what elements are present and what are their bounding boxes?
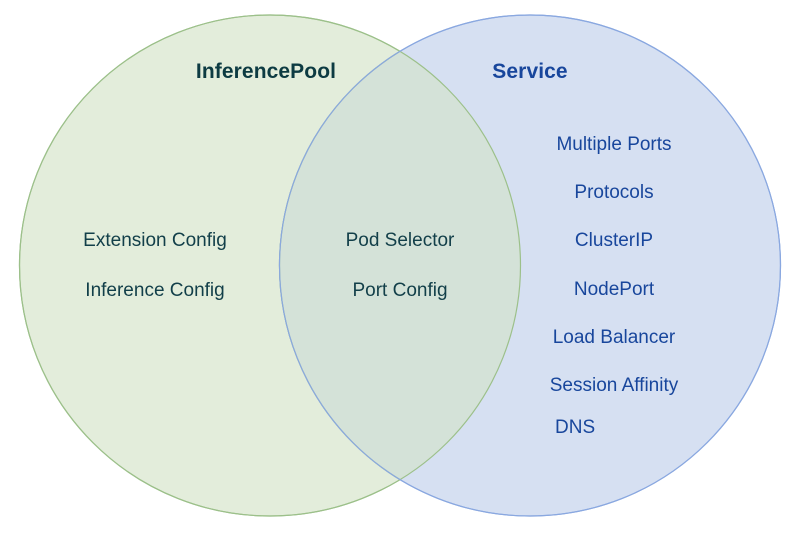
- set-title-service: Service: [492, 60, 568, 83]
- right-item-clusterip: ClusterIP: [574, 230, 654, 251]
- right-item-load-balancer: Load Balancer: [552, 327, 676, 348]
- right-item-protocols: Protocols: [574, 182, 654, 203]
- intersection-item-pod-selector: Pod Selector: [345, 230, 455, 251]
- intersection-item-port-config: Port Config: [352, 280, 448, 301]
- right-item-nodeport: NodePort: [573, 279, 655, 300]
- right-item-multiple-ports: Multiple Ports: [556, 134, 672, 155]
- circle-service-outline: [278, 14, 782, 517]
- left-item-inference-config: Inference Config: [85, 280, 225, 301]
- right-item-dns: DNS: [555, 417, 596, 438]
- set-title-inferencepool: InferencePool: [195, 60, 337, 83]
- circle-inferencepool-outline: [18, 14, 522, 517]
- right-item-session-affinity: Session Affinity: [549, 375, 679, 396]
- left-item-extension-config: Extension Config: [83, 230, 227, 251]
